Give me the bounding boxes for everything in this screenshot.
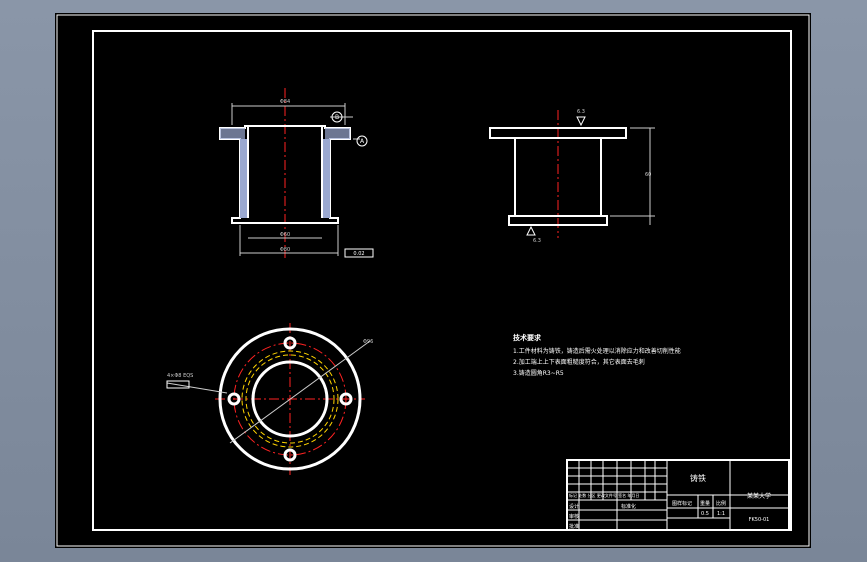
datum-a-label: A — [360, 138, 365, 145]
title-weight-value: 0.5 — [701, 511, 709, 517]
cad-viewport[interactable]: Φ84 Φ60 Φ80 B A 0.02 6.3 6.3 60 — [55, 13, 811, 548]
title-part-name: 铸铁 — [690, 473, 706, 483]
top-view — [166, 323, 371, 475]
title-block — [566, 459, 790, 531]
flatness-label: 0.02 — [353, 251, 364, 257]
title-approve: 批准 — [569, 523, 579, 530]
tech-req-line-2: 2.加工端上上下表面粗糙度符合，其它表面去毛刺 — [513, 358, 645, 366]
bore-dim-label: Φ60 — [280, 232, 290, 238]
title-std: 标准化 — [621, 503, 636, 510]
tech-req-line-1: 1.工件材料为铸铁，铸造后需火处理以消除应力和改善切削性能 — [513, 347, 681, 355]
title-scale-header: 比例 — [716, 500, 726, 507]
front-section-view — [219, 88, 374, 258]
tech-req-line-3: 3.铸造圆角R3~R5 — [513, 369, 564, 377]
roughness-top-label: 6.3 — [577, 109, 585, 115]
title-school: 某某大学 — [747, 492, 771, 500]
title-drawing-no: FK50-01 — [749, 517, 770, 523]
inner-frame — [92, 30, 792, 531]
height-dim-label: 60 — [645, 172, 651, 178]
title-weight-header: 重量 — [700, 500, 710, 507]
top-dim-label: Φ84 — [280, 99, 290, 105]
circle-dim-label: Φ96 — [363, 339, 373, 345]
drawing-sheet: Φ84 Φ60 Φ80 B A 0.02 6.3 6.3 60 — [56, 14, 810, 547]
outer-frame — [56, 14, 810, 547]
title-check: 审核 — [569, 513, 579, 520]
side-view — [489, 110, 655, 238]
datum-b-label: B — [335, 114, 339, 121]
title-material-header: 图样标记 — [672, 500, 692, 507]
roughness-bottom-label: 6.3 — [533, 238, 541, 244]
title-design: 设计 — [569, 503, 579, 510]
title-scale-value: 1:1 — [717, 511, 725, 517]
hole-spec-label: 4×Φ8 EQS — [167, 373, 193, 379]
tech-req-title: 技术要求 — [513, 333, 542, 342]
base-dim-label: Φ80 — [280, 247, 290, 253]
title-revision-header: 标记 处数 分区 更改文件号 签名 年月日 — [569, 492, 639, 498]
tech-requirements: 技术要求 1.工件材料为铸铁，铸造后需火处理以消除应力和改善切削性能 2.加工端… — [513, 333, 681, 377]
